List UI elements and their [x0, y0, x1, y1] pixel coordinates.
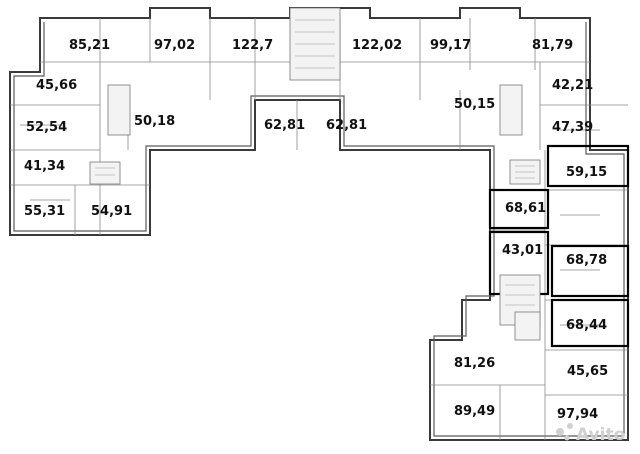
apartment-area-label: 50,18 — [134, 114, 175, 129]
apartment-area-label: 122,7 — [232, 38, 273, 53]
apartment-area-label: 54,91 — [91, 204, 132, 219]
apartment-area-label: 62,81 — [326, 118, 367, 133]
apartment-area-label: 68,44 — [566, 318, 607, 333]
apartment-area-label: 47,39 — [552, 120, 593, 135]
apartment-area-label: 55,31 — [24, 204, 65, 219]
apartment-area-label: 43,01 — [502, 243, 543, 258]
highlighted-units — [488, 144, 630, 348]
apartment-area-label: 62,81 — [264, 118, 305, 133]
area-labels: 85,21 97,02 122,7 122,02 99,17 81,79 45,… — [24, 38, 608, 422]
apartment-area-label: 81,79 — [532, 38, 573, 53]
stairwells — [89, 7, 541, 341]
apartment-area-label: 45,65 — [567, 364, 608, 379]
apartment-area-label: 68,78 — [566, 253, 607, 268]
apartment-area-label: 99,17 — [430, 38, 471, 53]
avito-watermark: Avito — [556, 423, 625, 445]
apartment-area-label: 52,54 — [26, 120, 67, 135]
apartment-area-label: 89,49 — [454, 404, 495, 419]
apartment-area-label: 97,02 — [154, 38, 195, 53]
apartment-area-label: 42,21 — [552, 78, 593, 93]
apartment-area-label: 85,21 — [69, 38, 110, 53]
apartment-area-label: 97,94 — [557, 407, 598, 422]
apartment-area-label: 81,26 — [454, 356, 495, 371]
apartment-area-label: 122,02 — [352, 38, 402, 53]
watermark-text: Avito — [576, 425, 625, 445]
apartment-area-label: 68,61 — [505, 201, 546, 216]
apartment-area-label: 59,15 — [566, 165, 607, 180]
apartment-area-label: 45,66 — [36, 78, 77, 93]
apartment-area-label: 41,34 — [24, 159, 65, 174]
apartment-area-label: 50,15 — [454, 97, 495, 112]
